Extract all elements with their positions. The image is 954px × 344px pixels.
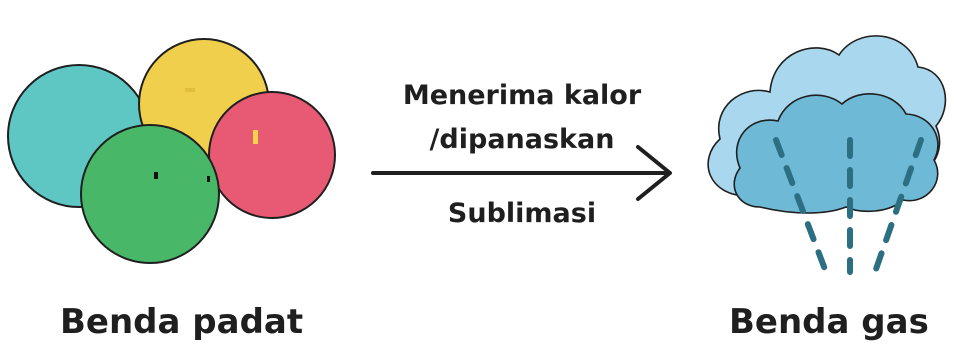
process-condition-line1: Menerima kalor [402, 80, 642, 111]
particle-green [80, 124, 220, 264]
vapor-stream-right [872, 137, 924, 275]
gas-caption: Benda gas [729, 302, 929, 342]
solid-caption: Benda padat [60, 302, 304, 342]
process-name: Sublimasi [447, 198, 597, 229]
cloud-front [733, 93, 939, 214]
particle-pink [208, 91, 336, 219]
vapor-stream-left [773, 137, 829, 275]
process-condition-line2: /dipanaskan [429, 124, 615, 155]
solid-object [7, 38, 336, 264]
process-arrow [371, 145, 672, 201]
arrow-head [636, 145, 672, 201]
gas-object [707, 35, 947, 275]
